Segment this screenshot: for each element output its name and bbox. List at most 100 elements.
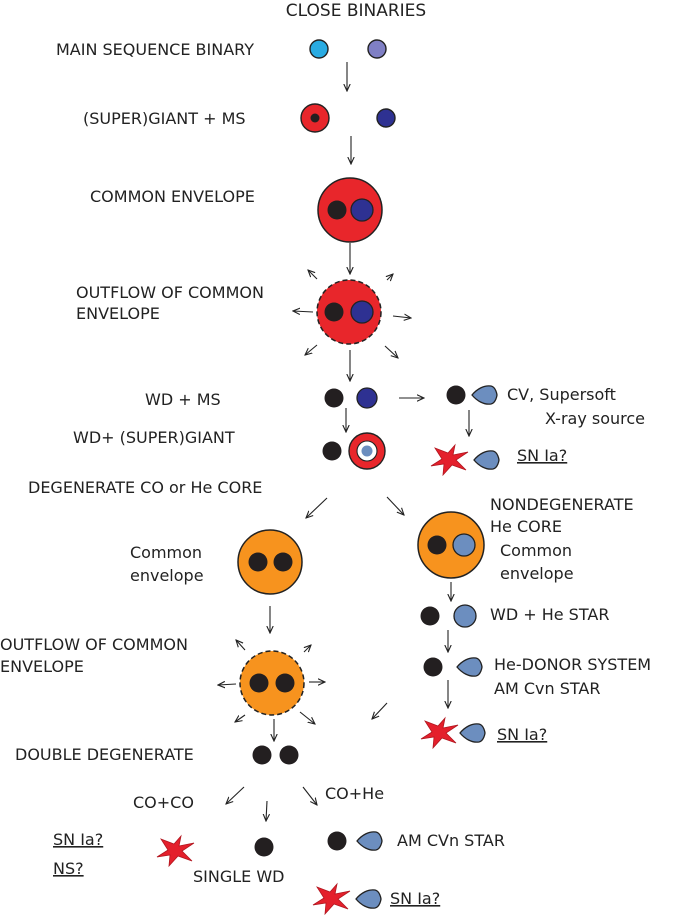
- orange-envelope: [237, 529, 303, 595]
- white-dwarf: [324, 388, 344, 408]
- label-degenerate-core: DEGENERATE CO or He CORE: [28, 478, 262, 497]
- label-co-he: CO+He: [325, 784, 384, 803]
- supernova-star-icon: [156, 835, 195, 867]
- label-double-degenerate: DOUBLE DEGENERATE: [15, 745, 194, 764]
- dark-core: [324, 302, 344, 322]
- am-cvn-system: [327, 831, 383, 851]
- label-ns: NS?: [53, 859, 84, 878]
- label-supergiant-ms: (SUPER)GIANT + MS: [83, 109, 246, 128]
- white-dwarf: [420, 606, 440, 626]
- sn-ia-1-symbol: [430, 444, 500, 476]
- label-outflow-1a: OUTFLOW OF COMMON: [76, 283, 264, 302]
- donor-drop: [356, 831, 383, 851]
- label-sn-ia-4: SN Ia?: [390, 889, 440, 908]
- ms-binary-stars: [309, 39, 387, 59]
- sn-ia-3-symbol: [156, 835, 195, 867]
- label-he-donor-1: He-DONOR SYSTEM: [494, 655, 651, 674]
- white-dwarf: [279, 745, 299, 765]
- label-nondeg-3: Common: [500, 541, 572, 560]
- flow-arrows: [226, 62, 469, 821]
- arrow-to-right-branch: [386, 496, 404, 515]
- label-co-co: CO+CO: [133, 793, 194, 812]
- label-ce-left-1: Common: [130, 543, 202, 562]
- giant-core: [361, 445, 373, 457]
- arrow-dd-to-coco: [226, 786, 245, 804]
- lavender-star: [367, 39, 387, 59]
- diagram-title: CLOSE BINARIES: [286, 1, 426, 21]
- supergiant-ms-stars: [300, 103, 396, 133]
- dark-core: [327, 200, 347, 220]
- arrow-dd-to-single: [266, 800, 267, 821]
- label-nondeg-2: He CORE: [490, 517, 562, 536]
- dark-core: [248, 552, 268, 572]
- sn-ia-2-symbol: [420, 717, 486, 749]
- giant-core: [310, 113, 320, 123]
- label-sn-ia-3: SN Ia?: [53, 830, 103, 849]
- label-sn-ia-2: SN Ia?: [497, 725, 547, 744]
- dark-core: [273, 552, 293, 572]
- single-wd: [254, 837, 274, 857]
- cyan-star: [309, 39, 329, 59]
- he-donor-system: [423, 657, 483, 677]
- he-star: [453, 604, 477, 628]
- label-single-wd: SINGLE WD: [193, 867, 285, 886]
- red-envelope-dashed: [316, 279, 382, 345]
- blue-core: [350, 300, 374, 324]
- white-dwarf: [327, 831, 347, 851]
- label-ce-left-2: envelope: [130, 566, 204, 585]
- blue-core: [452, 533, 476, 557]
- label-he-donor-2: AM Cvn STAR: [494, 679, 600, 698]
- blue-core: [350, 198, 374, 222]
- dark-core: [249, 673, 269, 693]
- donor-drop: [473, 450, 500, 470]
- label-nondeg-1: NONDEGENERATE: [490, 495, 634, 514]
- common-envelope-1: [317, 177, 383, 243]
- donor-drop: [355, 889, 382, 909]
- outflow-arrows-2: [218, 640, 325, 724]
- white-dwarf: [423, 657, 443, 677]
- orange-envelope-dashed: [239, 650, 305, 716]
- sn-ia-4-symbol: [312, 883, 382, 915]
- white-dwarf: [252, 745, 272, 765]
- arrow-right-to-dd: [372, 702, 388, 719]
- wd-ms-system: [324, 387, 378, 409]
- donor-drop: [459, 723, 486, 743]
- supernova-star-icon: [420, 717, 459, 749]
- dark-core: [427, 535, 447, 555]
- supernova-star-icon: [430, 444, 469, 476]
- outflow-arrows-1: [293, 270, 411, 358]
- outflow-envelope-2: [239, 650, 305, 716]
- label-outflow-1b: ENVELOPE: [76, 304, 160, 323]
- cv-system: [446, 385, 498, 405]
- supernova-star-icon: [312, 883, 351, 915]
- wd-he-star-system: [420, 604, 477, 628]
- label-outflow-2a: OUTFLOW OF COMMON: [0, 635, 188, 654]
- donor-drop: [456, 657, 483, 677]
- outflow-envelope-1: [316, 279, 382, 345]
- white-dwarf: [254, 837, 274, 857]
- arrow-to-left-branch: [306, 497, 328, 518]
- label-cv-1: CV, Supersoft: [507, 385, 616, 404]
- label-wd-ms: WD + MS: [145, 390, 221, 409]
- label-cv-2: X-ray source: [545, 409, 645, 428]
- common-envelope-2: [237, 529, 303, 595]
- red-envelope: [317, 177, 383, 243]
- arrow-dd-to-cohe: [302, 786, 317, 805]
- label-common-envelope: COMMON ENVELOPE: [90, 187, 255, 206]
- white-dwarf: [322, 441, 342, 461]
- donor-drop: [471, 385, 498, 405]
- label-sn-ia-1: SN Ia?: [517, 446, 567, 465]
- ms-companion: [376, 108, 396, 128]
- orange-envelope: [417, 511, 485, 579]
- dark-core: [275, 673, 295, 693]
- label-wd-he-star: WD + He STAR: [490, 605, 609, 624]
- label-wd-supergiant: WD+ (SUPER)GIANT: [73, 428, 235, 447]
- label-am-cvn: AM CVn STAR: [397, 831, 505, 850]
- white-dwarf: [446, 385, 466, 405]
- label-outflow-2b: ENVELOPE: [0, 657, 84, 676]
- wd-supergiant-system: [322, 432, 386, 470]
- label-nondeg-4: envelope: [500, 564, 574, 583]
- ms-star: [356, 387, 378, 409]
- common-envelope-3: [417, 511, 485, 579]
